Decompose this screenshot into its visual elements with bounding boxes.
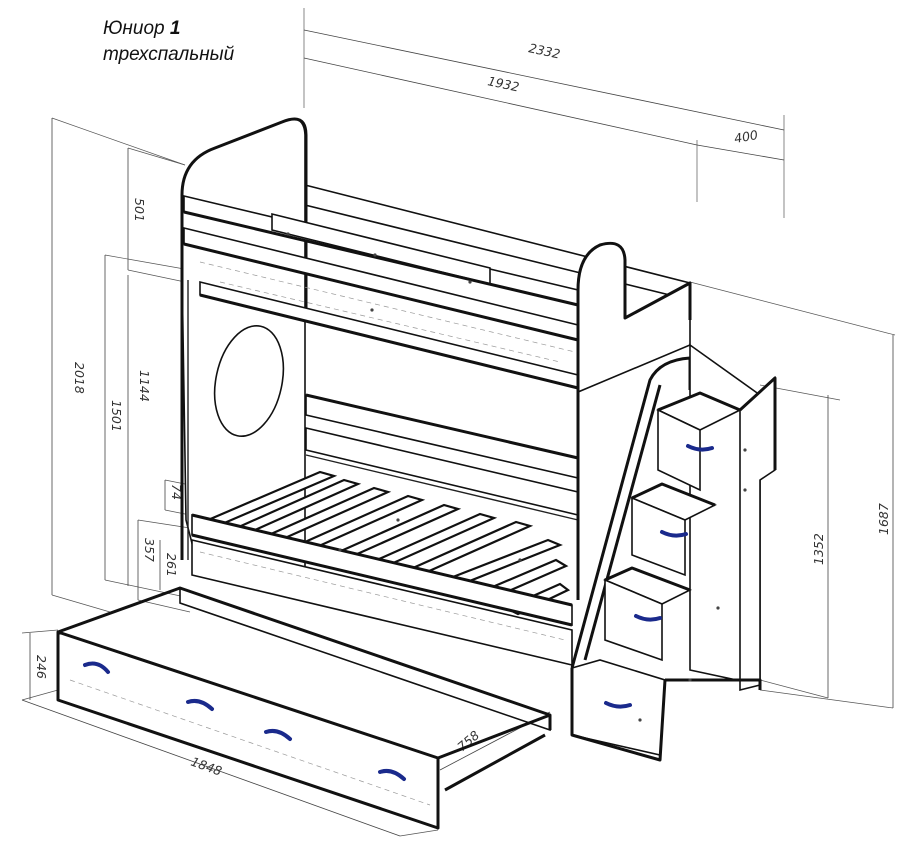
dim-total-length: 2332 [527, 40, 561, 61]
drawer-handle-1 [83, 661, 110, 674]
stair-handle-4 [604, 701, 632, 709]
dim-drawer-length: 1848 [189, 754, 224, 779]
stair-handle-3 [634, 614, 662, 622]
dim-total-height: 2018 [72, 362, 87, 394]
porthole-cutout [213, 324, 285, 438]
dim-slat-height: 74 [169, 484, 184, 500]
dim-upper-rail: 501 [132, 198, 147, 222]
drawer-handle-2 [186, 698, 214, 711]
model-number: 1 [169, 18, 181, 39]
dim-lower-bed: 357 [142, 538, 157, 562]
right-headboard [576, 241, 692, 394]
model-name: Юниор [103, 18, 165, 39]
drawer-handle-3 [264, 728, 292, 741]
dim-upper-level: 1501 [109, 400, 124, 432]
dim-stair-depth: 400 [733, 127, 759, 146]
dim-bed-length: 1932 [486, 73, 520, 94]
model-subtitle: трехспальный [103, 44, 235, 65]
dim-lower-gap: 1144 [137, 370, 152, 402]
dim-drawer-height: 246 [34, 655, 49, 679]
model-title: Юниор 1 [103, 18, 180, 40]
dimension-lines [21, 8, 896, 837]
dim-drawer-offset: 261 [164, 553, 179, 577]
dim-stair-total-height: 1687 [876, 503, 891, 535]
stair-handle-1 [686, 444, 714, 452]
staircase [570, 343, 777, 762]
dim-stair-height: 1352 [811, 533, 826, 565]
stair-handle-2 [660, 530, 688, 538]
lower-front-rail [191, 513, 573, 667]
bed-slats [204, 470, 571, 616]
drawer-handle-4 [378, 768, 406, 781]
trundle-drawer [56, 586, 552, 830]
upper-front-rails [183, 194, 579, 390]
fastener-dots [286, 232, 747, 722]
